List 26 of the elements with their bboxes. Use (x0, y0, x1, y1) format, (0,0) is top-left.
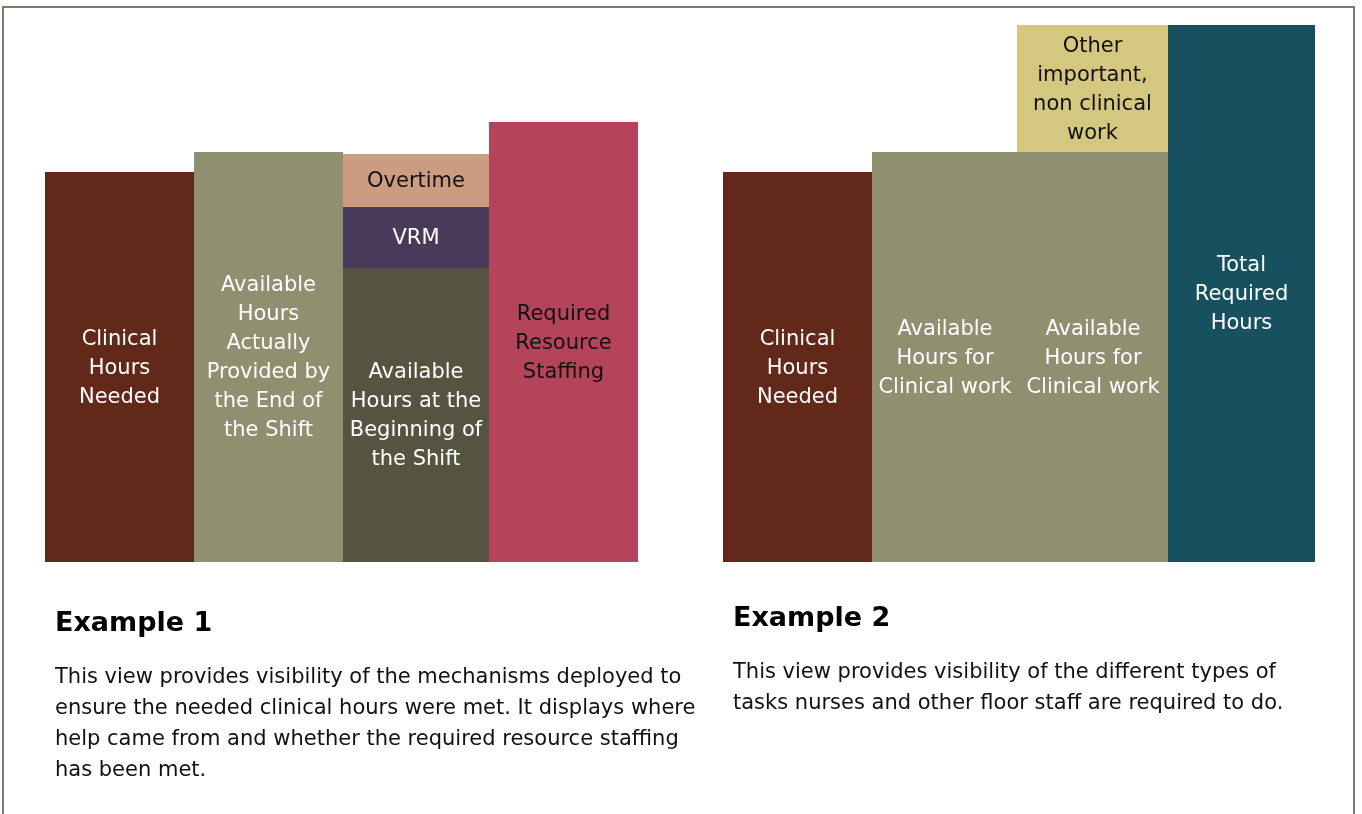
bar-block (1017, 25, 1168, 152)
bar-block (1168, 25, 1315, 562)
bar-block (194, 152, 343, 562)
bar-block (872, 152, 1018, 562)
bar-label: Available Hours for Clinical work (1025, 314, 1161, 400)
bar-block (1018, 152, 1168, 562)
bar-block (489, 122, 638, 562)
bar-block (343, 207, 489, 268)
bar-label: Total Required Hours (1193, 251, 1290, 336)
bar-label: Available Hours at the Beginning of the Shift (348, 358, 484, 472)
bar-label: Required Resource Staffing (514, 299, 613, 385)
description-text: This view provides visibility of the different types of tasks nurses and other floor staff are required to do. (733, 658, 1285, 716)
bar-block (723, 172, 872, 562)
example-heading: Example 1 (55, 606, 214, 637)
bar-block (343, 154, 489, 207)
bar-label: Available Hours for Clinical work (877, 314, 1013, 400)
bar-label: VRM (391, 224, 441, 251)
bar-label: Available Hours Actually Provided by the End of the Shift (205, 271, 332, 443)
bar-block (343, 268, 489, 562)
example-heading: Example 2 (733, 601, 892, 632)
bar-label: Other important, non clinical work (1032, 31, 1153, 146)
bar-label: Clinical Hours Needed (755, 324, 840, 410)
bar-block (45, 172, 194, 562)
description-text: This view provides visibility of the mechanisms deployed to ensure the needed clinical hours were met. It displays where help came from and whether the required resource staffing has been met. (55, 663, 697, 783)
bar-label: Clinical Hours Needed (77, 324, 162, 410)
bar-label: Overtime (366, 167, 466, 194)
